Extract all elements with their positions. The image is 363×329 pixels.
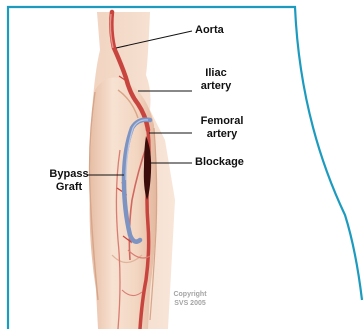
iliac-artery-label: Iliac artery: [195, 67, 237, 93]
copyright-line1: Copyright: [168, 290, 212, 299]
femoral-label-line2: artery: [195, 128, 249, 141]
bypass-label-line2: Graft: [48, 181, 90, 194]
copyright-line2: SVS 2005: [168, 299, 212, 308]
femoral-label-line1: Femoral: [195, 115, 249, 128]
iliac-label-line1: Iliac: [195, 67, 237, 80]
bypass-graft-label: Bypass Graft: [48, 168, 90, 194]
bypass-label-line1: Bypass: [48, 168, 90, 181]
aorta-label: Aorta: [195, 24, 224, 37]
iliac-label-line2: artery: [195, 80, 237, 93]
femoral-artery-label: Femoral artery: [195, 115, 249, 141]
copyright-notice: Copyright SVS 2005: [168, 290, 212, 308]
blockage-label: Blockage: [195, 156, 244, 169]
